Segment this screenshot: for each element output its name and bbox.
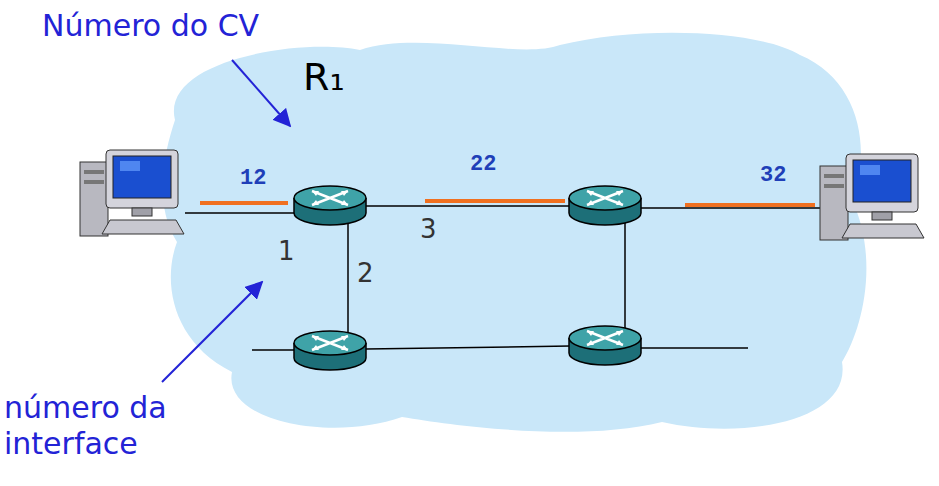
callout-arrow [162,282,262,382]
router-symbol [294,331,366,370]
virtual-circuit [200,201,815,205]
network-cloud [163,33,867,432]
link [185,212,296,214]
link [624,212,626,328]
link [252,349,296,351]
links [185,206,822,350]
vc-number: 12 [240,166,266,192]
router-symbol [569,326,641,365]
vc-number: 32 [760,163,786,189]
callout-label: Número do CV [42,8,259,44]
link [366,346,570,349]
network-name: R₁ [303,55,345,101]
interface-number: 1 [278,236,295,267]
vc-segment [200,201,288,205]
router-symbol [294,186,366,225]
interface-number: 2 [357,258,374,289]
callout-arrow [232,60,290,126]
vc-number: 22 [470,152,496,178]
host-computer [820,154,924,240]
interface-number: 3 [420,214,437,245]
host-computer [80,150,184,236]
link [366,205,570,207]
link [640,347,748,349]
vc-segment [425,199,565,203]
link [347,212,349,333]
router-symbol [569,186,641,225]
callout-label: número da interface [4,390,279,462]
link [640,207,822,209]
vc-segment [685,203,815,207]
